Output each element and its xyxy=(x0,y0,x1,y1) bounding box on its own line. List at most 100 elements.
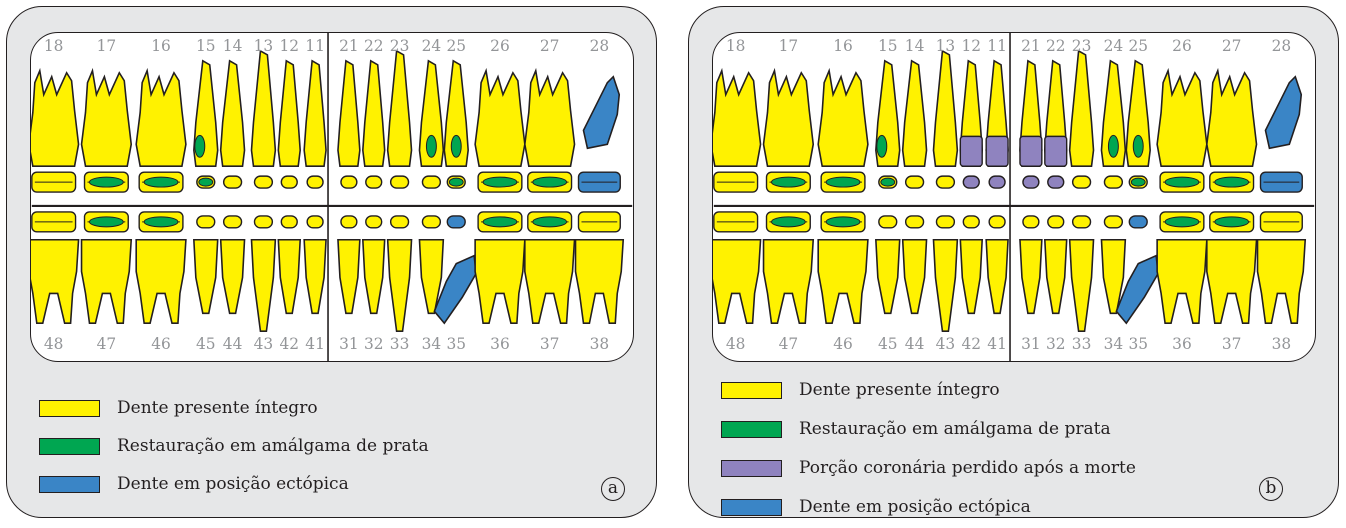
legend-item-intact: Dente presente íntegro xyxy=(39,397,639,421)
tooth-number-18: 18 xyxy=(726,37,746,55)
tooth-48 xyxy=(31,240,79,323)
tooth-number-12: 12 xyxy=(279,37,299,55)
occlusal-44 xyxy=(906,216,924,228)
tooth-number-25: 25 xyxy=(446,37,466,55)
legend-label-ectopic: Dente em posição ectópica xyxy=(117,473,349,496)
tooth-11 xyxy=(304,61,326,166)
legend-item-ectopic: Dente em posição ectópica xyxy=(721,496,1321,520)
legend-swatch-amalgam xyxy=(721,421,782,438)
amalgam-occlusal-26 xyxy=(1165,177,1199,187)
tooth-number-42: 42 xyxy=(279,335,299,353)
tooth-number-47: 47 xyxy=(97,335,117,353)
occlusal-24 xyxy=(422,176,440,188)
occlusal-33 xyxy=(1073,216,1091,228)
occlusal-14 xyxy=(224,176,242,188)
occlusal-33 xyxy=(391,216,409,228)
tooth-47 xyxy=(82,240,132,323)
legend-label-amalgam: Restauração em amálgama de prata xyxy=(117,435,429,458)
tooth-number-37: 37 xyxy=(540,335,560,353)
tooth-number-23: 23 xyxy=(390,37,410,55)
amalgam-root-24 xyxy=(1108,135,1118,157)
panel-letter-a: a xyxy=(601,477,625,501)
amalgam-root-24 xyxy=(426,135,436,157)
occlusal-11 xyxy=(307,176,323,188)
tooth-42 xyxy=(960,240,982,314)
tooth-number-45: 45 xyxy=(196,335,216,353)
amalgam-occlusal-36 xyxy=(1165,217,1199,227)
amalgam-occlusal-15 xyxy=(199,178,213,186)
amalgam-occlusal-16 xyxy=(144,177,178,187)
tooth-number-44: 44 xyxy=(905,335,925,353)
tooth-32 xyxy=(1045,240,1067,314)
amalgam-occlusal-46 xyxy=(144,217,178,227)
tooth-number-26: 26 xyxy=(490,37,510,55)
tooth-number-48: 48 xyxy=(726,335,746,353)
tooth-43 xyxy=(933,240,957,331)
odontogram-panel-a: 1848174716461545144413431242114121312232… xyxy=(6,6,657,518)
tooth-41 xyxy=(986,240,1008,314)
amalgam-occlusal-26 xyxy=(483,177,517,187)
tooth-27 xyxy=(1207,71,1257,166)
legend-item-amalgam: Restauração em amálgama de prata xyxy=(721,418,1321,442)
occlusal-42 xyxy=(963,216,979,228)
dental-chart-b: 1848174716461545144413431242114121312232… xyxy=(712,32,1316,362)
occlusal-45 xyxy=(197,216,215,228)
tooth-number-27: 27 xyxy=(540,37,560,55)
occlusal-22 xyxy=(366,176,382,188)
tooth-27 xyxy=(525,71,575,166)
occlusal-34 xyxy=(422,216,440,228)
legend-item-ectopic: Dente em posição ectópica xyxy=(39,473,639,497)
tooth-28 xyxy=(583,77,619,149)
amalgam-occlusal-27 xyxy=(533,177,567,187)
occlusal-31 xyxy=(341,216,357,228)
occlusal-13 xyxy=(254,176,272,188)
legend-item-intact: Dente presente íntegro xyxy=(721,379,1321,403)
tooth-13 xyxy=(933,51,957,166)
tooth-21 xyxy=(338,61,360,166)
tooth-44 xyxy=(903,240,927,314)
tooth-number-13: 13 xyxy=(254,37,274,55)
tooth-number-22: 22 xyxy=(364,37,384,55)
occlusal-42 xyxy=(281,216,297,228)
tooth-number-45: 45 xyxy=(878,335,898,353)
postmortem-crown-12 xyxy=(960,136,982,166)
tooth-number-15: 15 xyxy=(878,37,898,55)
tooth-42 xyxy=(278,240,300,314)
tooth-number-38: 38 xyxy=(590,335,610,353)
occlusal-43 xyxy=(254,216,272,228)
tooth-14 xyxy=(903,61,927,166)
occlusal-13 xyxy=(936,176,954,188)
occlusal-34 xyxy=(1104,216,1122,228)
tooth-22 xyxy=(363,61,385,166)
tooth-number-24: 24 xyxy=(422,37,442,55)
amalgam-occlusal-15 xyxy=(881,178,895,186)
occlusal-41 xyxy=(307,216,323,228)
dental-chart-svg-a: 1848174716461545144413431242114121312232… xyxy=(31,33,633,361)
amalgam-occlusal-36 xyxy=(483,217,517,227)
tooth-number-12: 12 xyxy=(961,37,981,55)
tooth-13 xyxy=(251,51,275,166)
occlusal-23 xyxy=(391,176,409,188)
tooth-number-16: 16 xyxy=(151,37,171,55)
tooth-45 xyxy=(194,240,218,314)
occlusal-32 xyxy=(366,216,382,228)
tooth-33 xyxy=(1070,240,1094,331)
tooth-number-32: 32 xyxy=(1046,335,1066,353)
tooth-number-17: 17 xyxy=(779,37,799,55)
tooth-number-15: 15 xyxy=(196,37,216,55)
occlusal-21 xyxy=(1023,176,1039,188)
occlusal-12 xyxy=(281,176,297,188)
tooth-number-33: 33 xyxy=(390,335,410,353)
tooth-number-14: 14 xyxy=(223,37,243,55)
tooth-number-32: 32 xyxy=(364,335,384,353)
tooth-number-34: 34 xyxy=(422,335,442,353)
tooth-number-34: 34 xyxy=(1104,335,1124,353)
occlusal-41 xyxy=(989,216,1005,228)
tooth-23 xyxy=(1070,51,1094,166)
tooth-17 xyxy=(764,71,814,166)
amalgam-occlusal-37 xyxy=(1215,217,1249,227)
tooth-number-17: 17 xyxy=(97,37,117,55)
tooth-number-44: 44 xyxy=(223,335,243,353)
legend-label-postmortem: Porção coronária perdido após a morte xyxy=(799,457,1136,480)
tooth-number-46: 46 xyxy=(151,335,171,353)
